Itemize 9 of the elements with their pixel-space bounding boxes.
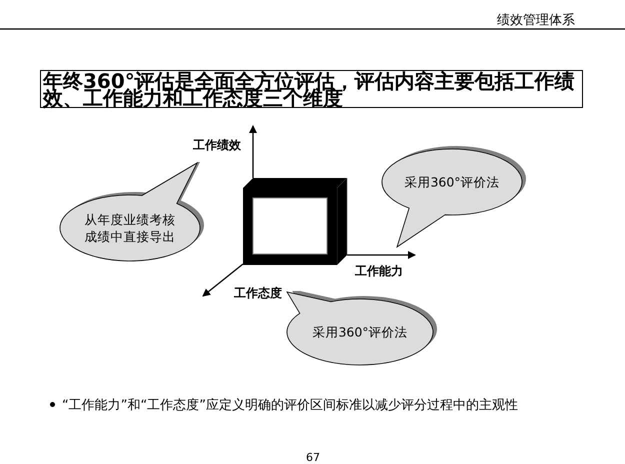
axis-label: 工作态度 [234, 285, 282, 302]
bullet-text: “工作能力”和“工作态度”应定义明确的评价区间标准以减少评分过程中的主观性 [62, 397, 518, 414]
header-text: 绩效管理体系 [497, 12, 575, 29]
bubble-text: 采用360°评价法 [311, 324, 409, 340]
bubble-text: 从年度业绩考核成绩中直接导出 [84, 211, 176, 245]
page-number: 67 [306, 451, 320, 464]
bubble-text: 采用360°评价法 [403, 174, 501, 190]
axis-label: 工作绩效 [193, 137, 241, 154]
axis-label: 工作能力 [355, 263, 403, 280]
